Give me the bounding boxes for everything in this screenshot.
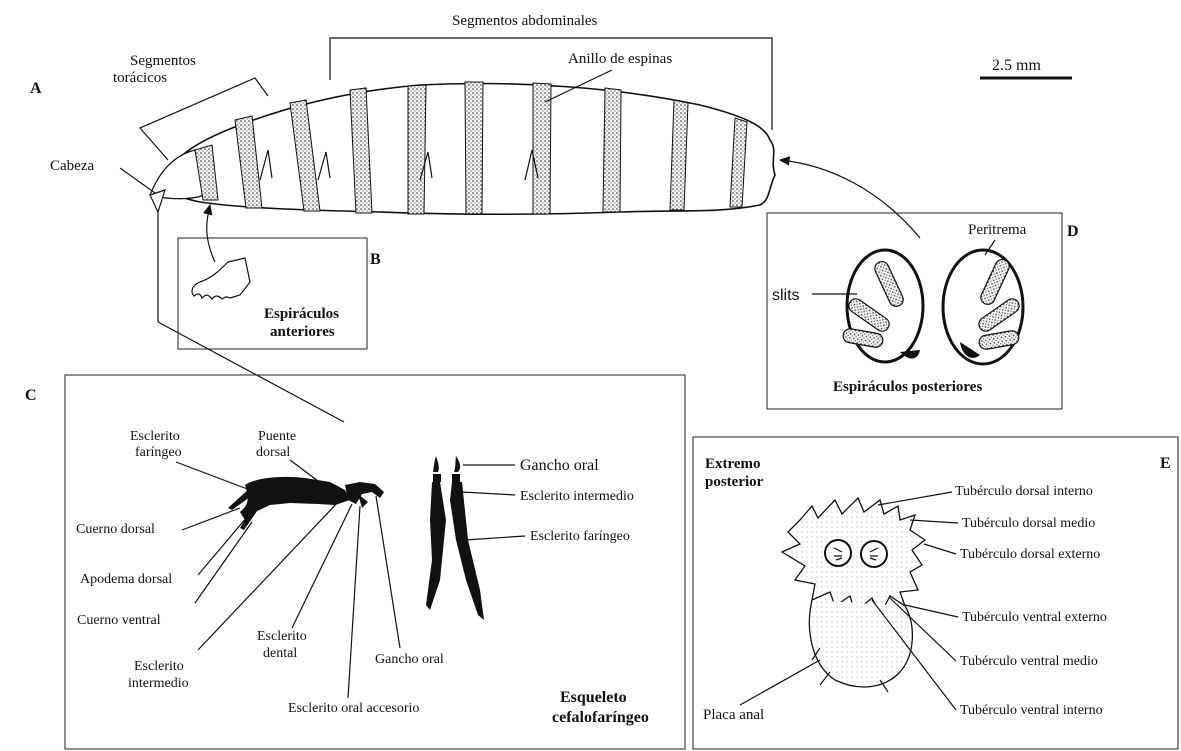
esclerito-dental-label-1: Esclerito	[257, 629, 307, 644]
cephalopharyngeal-skeleton-ventral	[426, 456, 484, 620]
esclerito-intermedio-label-1: Esclerito	[134, 659, 184, 674]
esclerito-faringeo-right-label: Esclerito faríngeo	[530, 529, 630, 544]
esclerito-oral-accesorio-label: Esclerito oral accesorio	[288, 701, 419, 716]
esclerito-faringeo-leader	[176, 462, 250, 490]
esclerito-intermedio-leader	[198, 500, 340, 650]
dorsal-medio-leader	[910, 520, 958, 523]
apodema-dorsal-leader	[198, 504, 258, 575]
esclerito-oral-accesorio-leader	[348, 506, 360, 698]
thoracic-label-2: torácicos	[113, 70, 167, 86]
posterior-spiracles-drawing	[842, 250, 1023, 364]
posterior-spiracles-title: Espiráculos posteriores	[833, 379, 982, 395]
placa-anal-leader	[740, 660, 820, 705]
gancho-oral-left-label: Gancho oral	[375, 652, 444, 667]
ventral-externo-leader	[905, 605, 958, 617]
panel-label-d: D	[1067, 223, 1079, 240]
dorsal-externo-label: Tubérculo dorsal externo	[960, 547, 1100, 562]
gancho-oral-left-leader	[376, 496, 400, 648]
anterior-spiracle-title-1: Espiráculos	[264, 306, 339, 322]
esclerito-faringeo-right-leader	[465, 536, 525, 540]
esclerito-faringeo-label-2: faríngeo	[135, 445, 182, 460]
skeleton-title-2: cefalofaríngeo	[552, 709, 649, 726]
cuerno-dorsal-label: Cuerno dorsal	[76, 522, 155, 537]
posterior-end-title-1: Extremo	[705, 456, 761, 472]
placa-anal-label: Placa anal	[703, 707, 764, 723]
apodema-dorsal-label: Apodema dorsal	[80, 572, 172, 587]
cuerno-dorsal-leader	[182, 508, 240, 530]
ventral-interno-label: Tubérculo ventral interno	[960, 703, 1103, 718]
peritrema-label: Peritrema	[968, 222, 1027, 238]
puente-dorsal-label-1: Puente	[258, 429, 296, 444]
panel-label-e: E	[1160, 455, 1171, 472]
spine-ring-label: Anillo de espinas	[568, 51, 672, 67]
esclerito-dental-label-2: dental	[263, 646, 297, 661]
esclerito-faringeo-label-1: Esclerito	[130, 429, 180, 444]
esclerito-intermedio-right-leader	[462, 492, 515, 495]
cuerno-ventral-leader	[195, 522, 252, 603]
anterior-spiracle-drawing	[192, 258, 250, 299]
ventral-externo-label: Tubérculo ventral externo	[962, 610, 1107, 625]
puente-dorsal-label-2: dorsal	[256, 445, 290, 460]
posterior-end-drawing	[782, 498, 925, 692]
panel-label-a: A	[30, 80, 42, 97]
anterior-spiracle-title-2: anteriores	[270, 324, 335, 340]
abdominal-segments-label: Segmentos abdominales	[452, 13, 598, 29]
dorsal-medio-label: Tubérculo dorsal medio	[962, 516, 1095, 531]
arrow-to-posterior-end	[780, 160, 920, 238]
thoracic-label-1: Segmentos	[130, 53, 196, 69]
panel-label-b: B	[370, 251, 381, 268]
esclerito-intermedio-label-2: intermedio	[128, 676, 189, 691]
dorsal-externo-leader	[924, 544, 956, 554]
gancho-oral-right-label: Gancho oral	[520, 457, 599, 474]
arrow-to-anterior-spiracle	[207, 205, 215, 262]
dorsal-interno-label: Tubérculo dorsal interno	[955, 484, 1093, 499]
panel-label-c: C	[25, 387, 37, 404]
cuerno-ventral-label: Cuerno ventral	[77, 613, 161, 628]
esclerito-dental-leader	[292, 504, 352, 628]
esclerito-intermedio-right-label: Esclerito intermedio	[520, 489, 634, 504]
scale-bar-label: 2.5 mm	[992, 57, 1041, 74]
head-leader	[120, 168, 155, 193]
dorsal-interno-leader	[878, 492, 952, 505]
panel-e-box	[693, 437, 1178, 749]
head-label: Cabeza	[50, 158, 94, 174]
slits-label: slits	[772, 287, 800, 304]
skeleton-title-1: Esqueleto	[560, 689, 627, 706]
posterior-end-title-2: posterior	[705, 474, 764, 490]
ventral-medio-label: Tubérculo ventral medio	[960, 654, 1098, 669]
